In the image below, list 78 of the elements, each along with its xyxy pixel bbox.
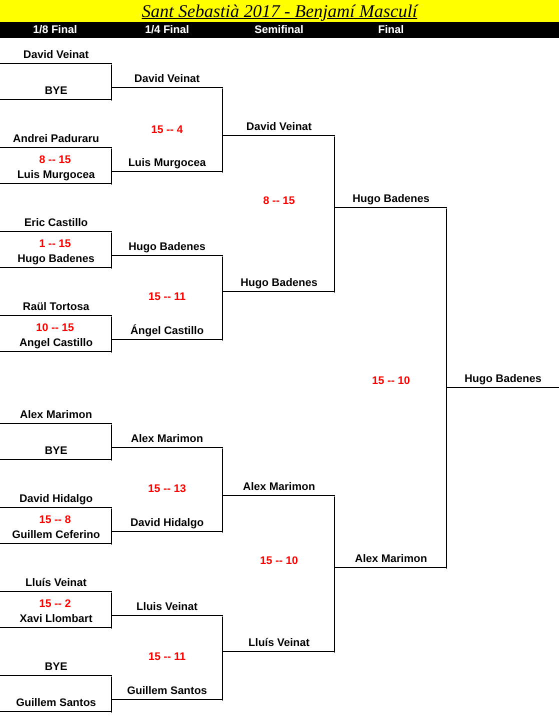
match-score: 15 -- 13: [148, 483, 186, 495]
bracket-line: [111, 676, 112, 701]
bracket-line: [222, 652, 223, 701]
player-name-slot: Alex Marimon: [111, 432, 223, 448]
player-name-slot: Alex Marimon: [335, 552, 447, 568]
player-name-slot: Hugo Badenes: [335, 192, 447, 208]
bracket-line: [334, 208, 335, 293]
player-name-slot: David Veinat: [111, 72, 223, 88]
player-name-slot: Lluís Veinat: [223, 636, 335, 652]
bracket-line: [111, 340, 112, 353]
bracket-line: [111, 256, 112, 269]
bracket-line: [222, 496, 223, 533]
bracket-line: [111, 88, 112, 101]
bracket-line: [222, 256, 223, 293]
match-score: 1 -- 15: [39, 238, 71, 250]
match-score: 8 -- 15: [39, 154, 71, 166]
player-name-slot: Hugo Badenes: [0, 252, 112, 268]
player-name-slot: Guillem Ceferino: [0, 528, 112, 544]
bracket-line: [111, 532, 112, 545]
player-name-slot: BYE: [0, 660, 112, 676]
player-name-slot: Hugo Badenes: [223, 276, 335, 292]
player-name-slot: Xavi Llombart: [0, 612, 112, 628]
player-name-slot: Alex Marimon: [0, 408, 112, 424]
bracket-line: [111, 148, 112, 173]
bracket-line: [111, 700, 112, 713]
match-score: 10 -- 15: [36, 322, 74, 334]
bracket-line: [111, 232, 112, 257]
bracket-line: [334, 496, 335, 569]
bracket-line: [222, 448, 223, 497]
bracket-line: [222, 88, 223, 137]
bracket-line: [222, 136, 223, 173]
match-score: 15 -- 8: [39, 514, 71, 526]
match-score: 15 -- 4: [151, 124, 183, 136]
player-name-slot: Hugo Badenes: [447, 372, 559, 388]
player-name-slot: Ángel Castillo: [111, 324, 223, 340]
player-name-slot: David Hidalgo: [0, 492, 112, 508]
player-name-slot: Guillem Santos: [0, 696, 112, 712]
bracket-line: [111, 64, 112, 89]
player-name-slot: Guillem Santos: [111, 684, 223, 700]
bracket-line: [446, 388, 447, 569]
player-name-slot: BYE: [0, 84, 112, 100]
player-name-slot: Andrei Paduraru: [0, 132, 112, 148]
match-score: 15 -- 11: [148, 651, 186, 663]
player-name-slot: Eric Castillo: [0, 216, 112, 232]
player-name-slot: Angel Castillo: [0, 336, 112, 352]
bracket-line: [334, 136, 335, 209]
round-header: Final: [377, 23, 405, 38]
player-name-slot: BYE: [0, 444, 112, 460]
player-name-slot: David Veinat: [223, 120, 335, 136]
match-score: 8 -- 15: [263, 195, 295, 207]
bracket-line: [111, 508, 112, 533]
bracket-line: [111, 172, 112, 185]
bracket-line: [111, 424, 112, 449]
match-score: 15 -- 10: [260, 555, 298, 567]
title: Sant Sebastià 2017 - Benjamí Masculí: [142, 1, 418, 21]
bracket-line: [111, 616, 112, 629]
round-header: 1/8 Final: [32, 23, 78, 38]
bracket-line: [111, 316, 112, 341]
bracket-line: [222, 616, 223, 653]
player-name-slot: Luis Murgocea: [0, 168, 112, 184]
player-name-slot: David Veinat: [0, 48, 112, 64]
round-header: Semifinal: [254, 23, 304, 38]
bracket-line: [111, 592, 112, 617]
bracket-line: [111, 448, 112, 461]
bracket-line: [334, 568, 335, 653]
player-name-slot: Raül Tortosa: [0, 300, 112, 316]
match-score: 15 -- 10: [372, 375, 410, 387]
bracket-line: [446, 208, 447, 389]
match-score: 15 -- 11: [148, 291, 186, 303]
player-name-slot: Alex Marimon: [223, 480, 335, 496]
player-name-slot: Lluis Veinat: [111, 600, 223, 616]
player-name-slot: Lluís Veinat: [0, 576, 112, 592]
match-score: 15 -- 2: [39, 598, 71, 610]
player-name-slot: David Hidalgo: [111, 516, 223, 532]
round-header: 1/4 Final: [144, 23, 190, 38]
player-name-slot: Luis Murgocea: [111, 156, 223, 172]
player-name-slot: Hugo Badenes: [111, 240, 223, 256]
bracket-line: [222, 292, 223, 341]
